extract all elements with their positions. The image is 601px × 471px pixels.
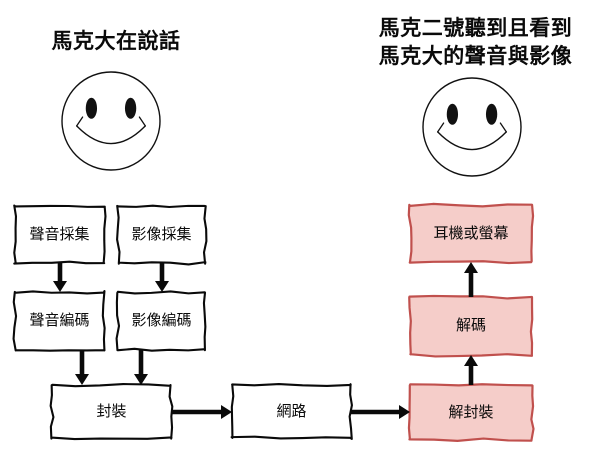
smiley-mouth-tick-right [499, 122, 507, 133]
arrow-network-to-decap [351, 405, 410, 419]
arrow-decap-to-decode [464, 355, 478, 385]
smiley-mouth-tick-right [138, 116, 146, 127]
smiley-eye-right [485, 103, 498, 125]
node-box-decode[interactable] [408, 294, 534, 358]
title-right-line-1: 馬克二號聽到且看到 [378, 16, 573, 40]
title-right: 馬克二號聽到且看到 馬克大的聲音與影像 [350, 14, 601, 70]
node-box-encapsulate[interactable] [49, 383, 174, 441]
node-box-video-capture[interactable] [116, 204, 208, 266]
title-right-line-2: 馬克大的聲音與影像 [378, 44, 573, 68]
arrow-video-encode-to-encap [134, 350, 148, 385]
node-box-network[interactable] [230, 383, 353, 440]
arrow-video-capture-to-encode [155, 263, 169, 292]
smiley-face-left [61, 71, 161, 171]
smiley-face-right [422, 77, 522, 177]
smiley-mouth [76, 125, 146, 145]
arrow-audio-capture-to-encode [53, 263, 67, 292]
node-box-audio-capture[interactable] [13, 204, 107, 265]
node-box-video-encode[interactable] [115, 290, 207, 352]
title-left-line-1: 馬克大在說話 [51, 29, 181, 53]
node-box-output-device[interactable] [407, 202, 535, 265]
smiley-eye-right [124, 97, 137, 119]
node-box-decapsulate[interactable] [407, 383, 535, 442]
smiley-mouth-tick-left [76, 116, 84, 127]
smiley-mouth [437, 131, 507, 151]
smiley-mouth-tick-left [437, 122, 445, 133]
smiley-eye-left [446, 103, 459, 125]
arrow-decode-to-output [464, 262, 478, 297]
node-box-audio-encode[interactable] [12, 290, 106, 352]
title-left: 馬克大在說話 [0, 28, 232, 54]
arrow-encap-to-network [171, 405, 232, 419]
smiley-eye-left [85, 97, 98, 119]
arrow-audio-encode-to-encap [75, 350, 89, 385]
